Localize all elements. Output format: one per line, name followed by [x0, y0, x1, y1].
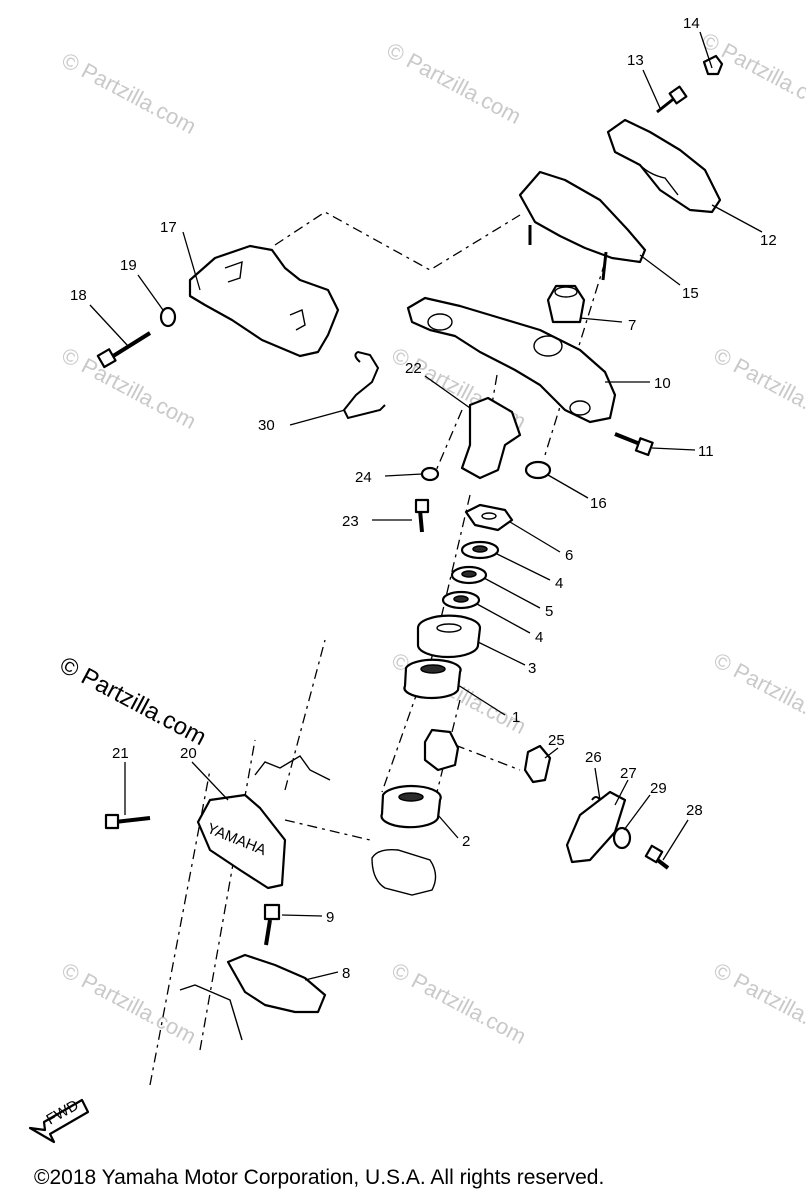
callout-3: 3 — [528, 660, 536, 677]
assembly-lines — [149, 211, 606, 1086]
callout-4-upper: 4 — [555, 575, 563, 592]
part-22-bracket — [460, 396, 522, 480]
watermark-dark: © Partzilla.com — [55, 651, 210, 751]
callouts: 14 13 12 15 17 19 18 7 10 11 22 30 24 23… — [70, 15, 777, 982]
callout-9: 9 — [326, 909, 334, 926]
part-28-screw — [644, 844, 670, 870]
part-18-bolt — [96, 331, 152, 369]
part-29-washer — [612, 826, 632, 850]
callout-12: 12 — [760, 232, 777, 249]
callout-22: 22 — [405, 360, 422, 377]
part-19-washer — [159, 306, 177, 328]
callout-10: 10 — [654, 375, 671, 392]
callout-17: 17 — [160, 219, 177, 236]
part-8-bracket — [226, 953, 327, 1014]
callout-30: 30 — [258, 417, 275, 434]
callout-7: 7 — [628, 317, 636, 334]
part-16-collar — [524, 460, 552, 480]
callout-14: 14 — [683, 15, 700, 32]
part-20-bracket: YAMAHA — [196, 793, 287, 890]
part-14-cap — [702, 54, 724, 76]
part-13-bolt — [656, 85, 688, 114]
part-2-lower-bearing — [380, 784, 442, 829]
part-4-ring-nut-upper — [460, 540, 500, 560]
fwd-arrow-icon: FWD — [28, 1097, 90, 1144]
frame-outline — [179, 755, 437, 1041]
part-5-washer — [450, 565, 488, 585]
watermark: © Partzilla.com — [388, 957, 531, 1049]
part-4-ring-nut-lower — [441, 590, 481, 610]
callout-21: 21 — [112, 745, 129, 762]
part-17-cover — [188, 244, 340, 358]
watermark: © Partzilla.com — [710, 342, 806, 434]
callout-6: 6 — [565, 547, 573, 564]
callout-15: 15 — [682, 285, 699, 302]
part-15-lower-holder — [518, 170, 647, 281]
part-7-nut — [546, 284, 586, 324]
part-11-bolt — [614, 432, 654, 457]
callout-8: 8 — [342, 965, 350, 982]
leader-lines — [89, 31, 763, 981]
callout-19: 19 — [120, 257, 137, 274]
callout-5: 5 — [545, 603, 553, 620]
part-25-lock — [423, 728, 552, 784]
copyright-notice: ©2018 Yamaha Motor Corporation, U.S.A. A… — [34, 1166, 605, 1189]
part-27-plate — [565, 790, 627, 864]
callout-1: 1 — [512, 709, 520, 726]
part-23-bolt — [414, 498, 430, 533]
part-6-washer — [464, 503, 514, 532]
callout-23: 23 — [342, 513, 359, 530]
part-10-under-bracket — [406, 296, 617, 424]
watermark: © Partzilla.com — [383, 37, 526, 129]
part-12-upper-holder — [606, 118, 722, 214]
part-24-nut — [420, 466, 440, 482]
callout-16: 16 — [590, 495, 607, 512]
part-1-bearing — [403, 658, 462, 700]
callout-11: 11 — [698, 443, 714, 460]
callout-20: 20 — [180, 745, 197, 762]
watermark: © Partzilla.com — [58, 342, 201, 434]
part-21-bolt — [104, 813, 151, 830]
callout-27: 27 — [620, 765, 637, 782]
callout-26: 26 — [585, 749, 602, 766]
watermark: © Partzilla.com — [58, 47, 201, 139]
callout-29: 29 — [650, 780, 667, 797]
watermark: © Partzilla.com — [58, 957, 201, 1049]
part-3-ball-race — [416, 614, 482, 659]
callout-2: 2 — [462, 833, 470, 850]
callout-4-lower: 4 — [535, 629, 543, 646]
part-9-bolt — [263, 903, 281, 946]
callout-24: 24 — [355, 469, 372, 486]
callout-25: 25 — [548, 732, 565, 749]
callout-18: 18 — [70, 287, 87, 304]
watermark: © Partzilla.com — [710, 957, 806, 1049]
watermark: © Partzilla.com — [710, 647, 806, 739]
part-30-spring — [342, 350, 386, 420]
callout-13: 13 — [627, 52, 644, 69]
callout-28: 28 — [686, 802, 703, 819]
